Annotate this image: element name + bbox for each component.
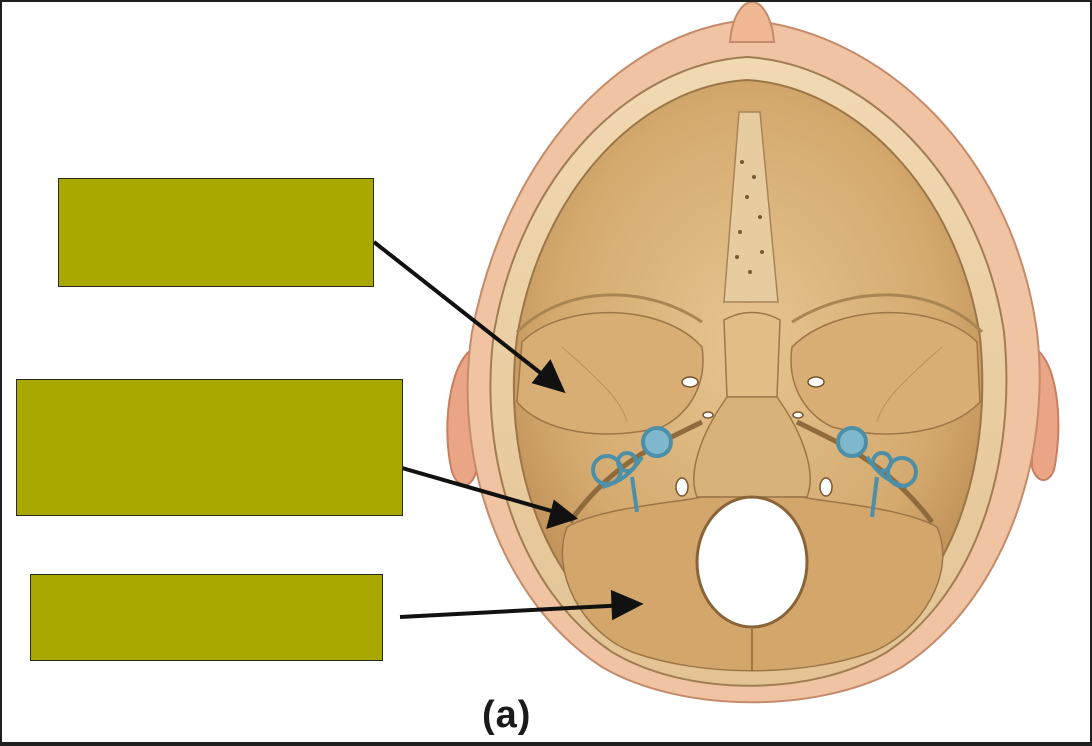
- nose: [728, 2, 776, 43]
- figure-caption: (a): [482, 694, 532, 736]
- clivus: [693, 396, 811, 498]
- left-middle-fossa: [516, 311, 704, 435]
- foramen-magnum: [695, 495, 809, 629]
- right-inner-ear: [836, 426, 918, 518]
- sella-turcica: [723, 311, 781, 398]
- arrow-3: [399, 589, 644, 621]
- left-inner-ear: [591, 426, 673, 513]
- arrow-1: [372, 240, 566, 394]
- label-box-1[interactable]: [58, 178, 374, 287]
- label-box-2[interactable]: [16, 379, 403, 516]
- right-middle-fossa: [790, 311, 981, 435]
- arrow-2: [401, 466, 579, 530]
- pointer-arrows: [372, 240, 644, 621]
- crista-galli: [723, 111, 779, 303]
- label-box-3[interactable]: [30, 574, 383, 661]
- right-petrous-ridge: [795, 419, 934, 524]
